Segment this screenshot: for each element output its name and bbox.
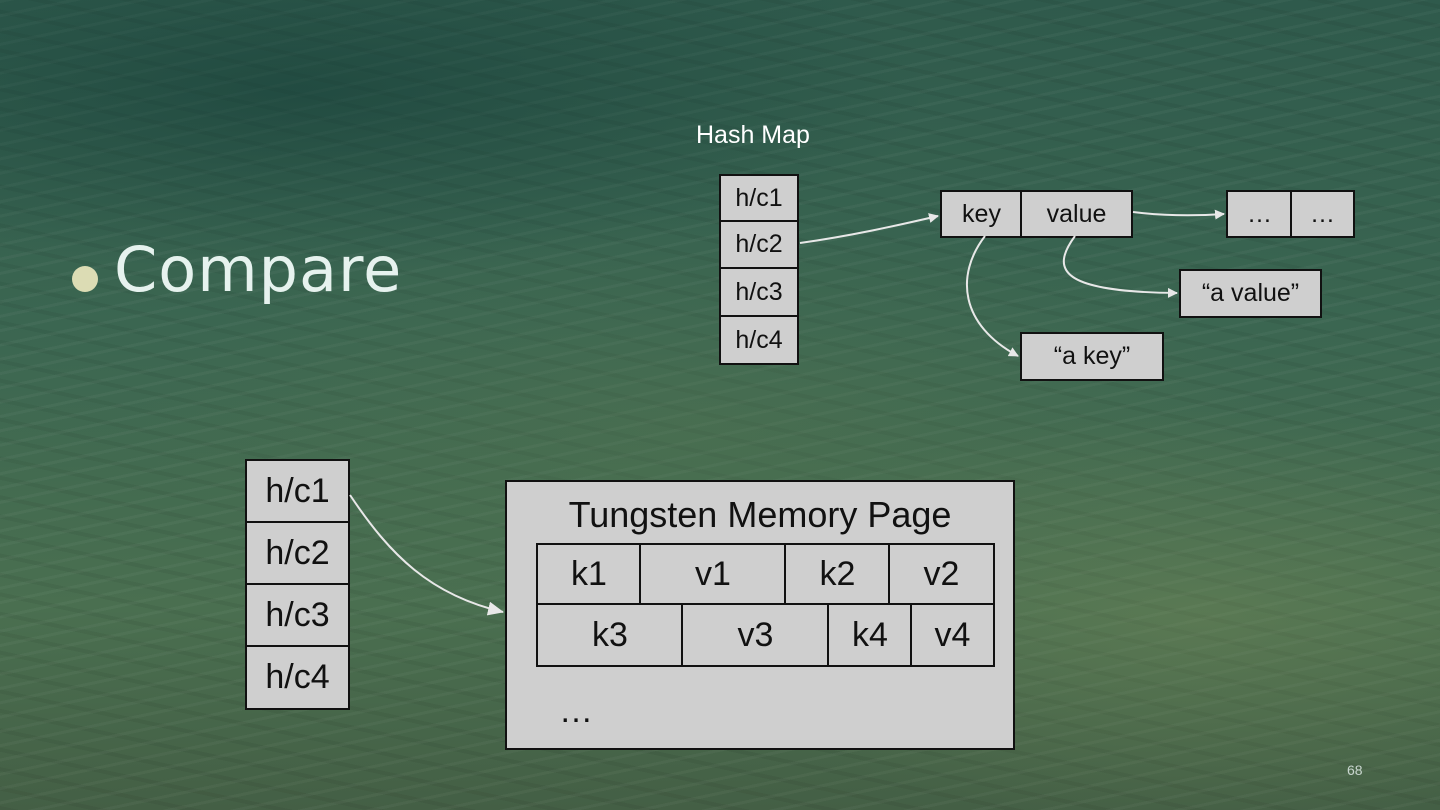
arrow-bucket-to-entry: [800, 216, 938, 243]
arrow-value-to-next: [1133, 212, 1224, 215]
arrow-key-to-object: [967, 236, 1018, 356]
arrow-value-to-object: [1064, 236, 1177, 293]
page-number: 68: [1347, 762, 1363, 778]
arrow-bucket-to-page: [350, 495, 503, 612]
